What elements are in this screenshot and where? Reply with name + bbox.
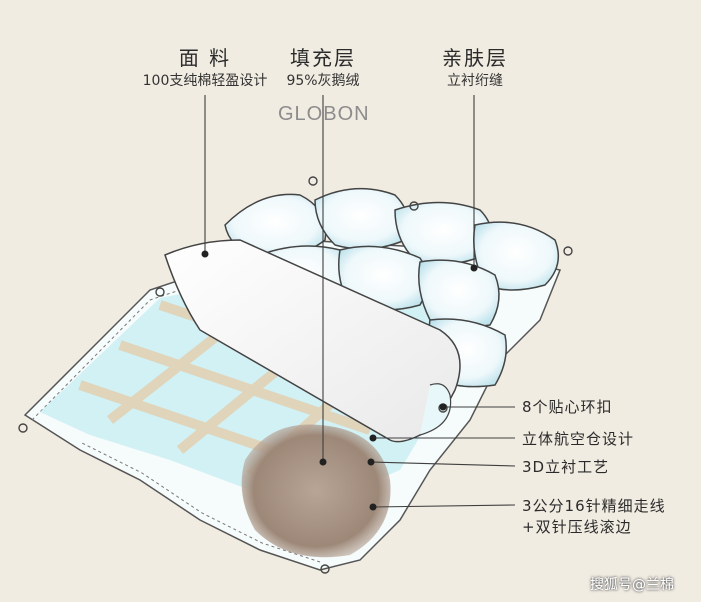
- layer-fabric-subtitle: 100支纯棉轻盈设计: [142, 73, 268, 89]
- leader-lines: [204, 95, 516, 508]
- feature-loops: 8个贴心环扣: [522, 398, 613, 416]
- feature-stitching: 3公分16针精细走线: [522, 497, 666, 515]
- layer-skin-title: 亲肤层: [442, 46, 508, 70]
- layer-fill-subtitle: 95%灰鹅绒: [286, 73, 360, 89]
- feature-baffle-design: 立体航空仓设计: [522, 430, 635, 448]
- watermark: 搜狐号@兰棉: [590, 577, 674, 593]
- layer-fabric-title: 面 料: [178, 46, 232, 70]
- layer-fill-title: 填充层: [290, 46, 356, 70]
- brand-logo-text: GLOBON: [278, 103, 370, 125]
- fabric-curl: [419, 383, 452, 436]
- leader-dots: [201, 250, 478, 511]
- layer-skin-subtitle: 立衬绗缝: [447, 73, 503, 89]
- feature-piping: +双针压线滚边: [522, 518, 632, 536]
- down-fill: [241, 424, 391, 558]
- feature-3d-lining: 3D立衬工艺: [522, 458, 610, 476]
